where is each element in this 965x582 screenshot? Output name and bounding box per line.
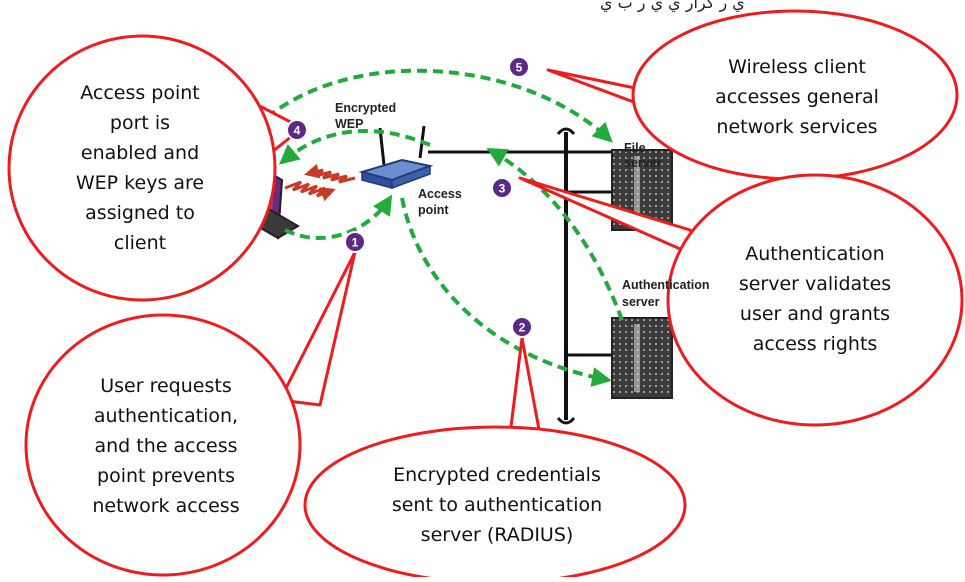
label-access: Access xyxy=(418,187,462,201)
network-backbone xyxy=(428,127,612,425)
callout-line: User requests xyxy=(100,375,231,397)
callout-line: client xyxy=(114,232,166,254)
callout-text-step2: Encrypted credentials sent to authenticat… xyxy=(392,464,602,546)
flow-step4 xyxy=(278,128,431,165)
callout-line: network access xyxy=(92,495,239,517)
flow-step2 xyxy=(400,197,612,387)
callout-step1 xyxy=(24,313,302,577)
pointer-step1 xyxy=(278,250,357,407)
step-badge-4: 4 xyxy=(286,119,308,141)
wep-encrypted-link xyxy=(284,163,356,202)
callout-text-step5: Wireless client accesses general network s… xyxy=(715,56,879,138)
label-wep: WEP xyxy=(335,117,363,131)
top-cropped-text: ي ر گرار ي ي ر ب ي xyxy=(600,0,745,13)
callout-step4 xyxy=(7,34,277,302)
label-encrypted: Encrypted xyxy=(335,101,396,115)
step-badge-1: 1 xyxy=(344,231,366,253)
callout-line: Wireless client xyxy=(728,56,866,78)
step-number-2: 2 xyxy=(519,321,526,335)
flow-step3 xyxy=(486,148,624,321)
device-labels: Encrypted WEP Access point File server A… xyxy=(335,101,710,309)
callout-pointers xyxy=(246,68,707,480)
step-badge-2: 2 xyxy=(511,316,533,338)
label-file-server: server xyxy=(624,156,662,170)
step-badge-3: 3 xyxy=(491,177,513,199)
callout-line: and the access xyxy=(94,435,237,457)
callout-line: server (RADIUS) xyxy=(421,524,574,546)
callout-line: point prevents xyxy=(97,465,235,487)
callouts xyxy=(7,9,964,582)
callout-step3 xyxy=(666,173,964,427)
callout-step2 xyxy=(303,425,687,582)
step-number-4: 4 xyxy=(294,124,301,138)
callout-line: sent to authentication xyxy=(392,494,602,516)
callout-line: accesses general xyxy=(715,86,879,108)
callout-line: enabled and xyxy=(81,142,199,164)
authentication-flows xyxy=(252,68,624,387)
label-auth-server: server xyxy=(622,295,660,309)
step-number-1: 1 xyxy=(352,236,359,250)
callout-text-step1: User requests authentication, and the acce… xyxy=(92,375,239,517)
callout-line: Encrypted credentials xyxy=(393,464,601,486)
callout-line: authentication, xyxy=(94,405,238,427)
flow-step5 xyxy=(252,68,613,143)
step-number-3: 3 xyxy=(499,182,506,196)
step-badges: 4 5 3 1 2 xyxy=(286,56,533,338)
step-number-5: 5 xyxy=(516,61,523,75)
callout-line: network services xyxy=(716,116,877,138)
authentication-server-icon xyxy=(611,317,673,399)
callout-line: Authentication xyxy=(745,243,884,265)
label-file: File xyxy=(624,141,646,155)
callout-line: server validates xyxy=(739,273,891,295)
callout-line: WEP keys are xyxy=(76,172,204,194)
label-authentication: Authentication xyxy=(622,278,710,292)
callout-line: user and grants xyxy=(740,303,890,325)
callout-line: port is xyxy=(110,112,170,134)
access-point-icon xyxy=(358,125,434,190)
step-badge-5: 5 xyxy=(508,56,530,78)
callout-line: Access point xyxy=(80,82,200,104)
flow-step1 xyxy=(284,194,393,240)
label-point: point xyxy=(418,203,449,217)
callout-line: access rights xyxy=(753,333,878,355)
callout-line: assigned to xyxy=(85,202,195,224)
callout-text-step3: Authentication server validates user and g… xyxy=(739,243,891,355)
